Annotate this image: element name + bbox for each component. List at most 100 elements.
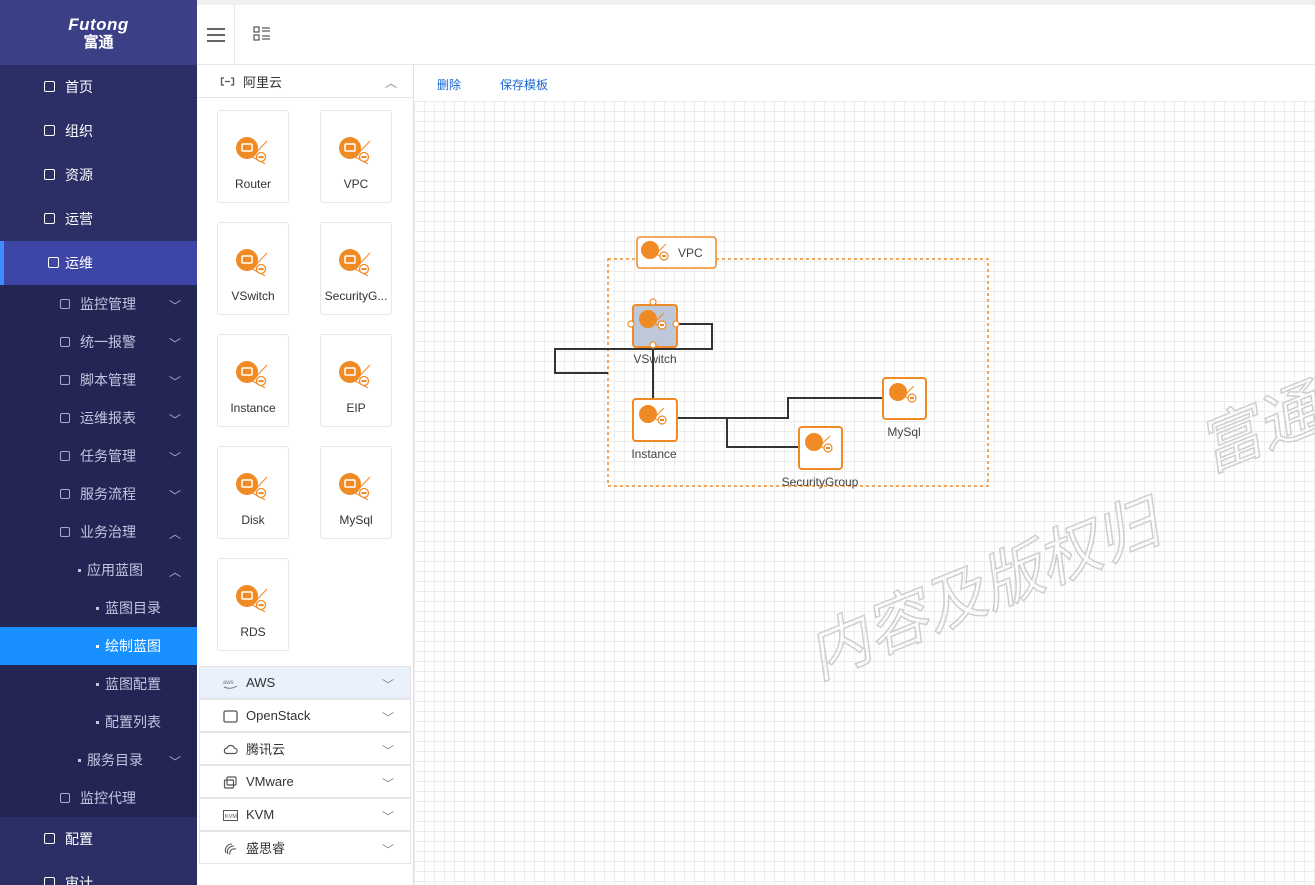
chevron-up-icon: ︿ bbox=[168, 565, 181, 579]
blueprint-canvas[interactable]: 删除 保存模板 内容及版权归 富通云腾所有 V bbox=[414, 65, 1315, 885]
chevron-down-icon: ﹀ bbox=[168, 299, 181, 313]
sidebar-sub-label: 绘制蓝图 bbox=[105, 638, 161, 654]
palette-item-vpc[interactable]: VPC bbox=[320, 110, 392, 203]
save-template-button[interactable]: 保存模板 bbox=[500, 78, 549, 92]
group-title: OpenStack bbox=[246, 708, 311, 723]
brand-name-cn: 富通 bbox=[83, 33, 114, 51]
group-header-aliyun[interactable]: 阿里云 ︿ bbox=[197, 65, 413, 98]
chevron-down-icon: ﹀ bbox=[168, 489, 181, 503]
sidebar-item-label: 运维 bbox=[65, 255, 93, 271]
sidebar-item-audit[interactable]: 审计 bbox=[0, 861, 197, 885]
sidebar-item-resource[interactable]: 资源 bbox=[0, 153, 197, 197]
palette-item-label: Disk bbox=[241, 513, 265, 527]
sidebar-sub-blueprint-config[interactable]: 蓝图配置 bbox=[0, 665, 197, 703]
sidebar-item-label: 运营 bbox=[65, 211, 93, 227]
sidebar-sub-label: 业务治理 bbox=[80, 524, 136, 540]
palette-item-mysql[interactable]: MySql bbox=[320, 446, 392, 539]
sidebar-sub-label: 蓝图目录 bbox=[105, 600, 161, 616]
sidebar-sub-alarm[interactable]: 统一报警 ﹀ bbox=[0, 323, 197, 361]
sidebar-item-maintenance[interactable]: 运维 bbox=[0, 241, 197, 285]
port-handle[interactable] bbox=[649, 341, 657, 349]
sidebar-item-operation[interactable]: 运营 bbox=[0, 197, 197, 241]
sidebar-sub-service-catalog[interactable]: 服务目录 ﹀ bbox=[0, 741, 197, 779]
sidebar-sub-task[interactable]: 任务管理 ﹀ bbox=[0, 437, 197, 475]
vswitch-node[interactable]: VSwitch bbox=[627, 298, 680, 366]
governance-icon bbox=[60, 527, 70, 537]
palette-item-vswitch[interactable]: VSwitch bbox=[217, 222, 289, 315]
chevron-down-icon: ﹀ bbox=[168, 413, 181, 427]
sidebar: Futong 富通 首页 组织 资源 运营 运维 监控管理 ﹀ 统一报警 ﹀ 脚… bbox=[0, 0, 197, 885]
sidebar-sub-governance[interactable]: 业务治理 ︿ bbox=[0, 513, 197, 551]
chevron-down-icon: ﹀ bbox=[381, 711, 394, 725]
group-header-kvm[interactable]: KVM KVM ﹀ bbox=[199, 798, 411, 831]
securitygroup-node[interactable]: SecurityGroup bbox=[782, 426, 859, 489]
group-header-vmware[interactable]: VMware ﹀ bbox=[199, 765, 411, 798]
monitor-icon bbox=[60, 299, 70, 309]
mysql-node[interactable]: MySql bbox=[882, 377, 927, 439]
delete-button[interactable]: 删除 bbox=[437, 78, 462, 92]
diagram-svg[interactable]: 内容及版权归 富通云腾所有 VPC bbox=[414, 101, 1315, 885]
chevron-up-icon: ︿ bbox=[168, 527, 181, 541]
home-icon bbox=[44, 81, 55, 92]
port-handle[interactable] bbox=[627, 320, 635, 328]
menu-toggle-icon[interactable] bbox=[197, 5, 235, 65]
bullet-icon bbox=[96, 721, 99, 724]
sidebar-item-config[interactable]: 配置 bbox=[0, 817, 197, 861]
sidebar-sub-monitor-agent[interactable]: 监控代理 bbox=[0, 779, 197, 817]
group-header-shengsirui[interactable]: 盛思睿 ﹀ bbox=[199, 831, 411, 864]
aliyun-icon bbox=[220, 77, 235, 86]
chevron-down-icon: ﹀ bbox=[381, 810, 394, 824]
list-view-icon[interactable] bbox=[253, 25, 271, 43]
sidebar-item-home[interactable]: 首页 bbox=[0, 65, 197, 109]
connector-instance-securitygroup bbox=[677, 417, 798, 448]
alarm-icon bbox=[60, 337, 70, 347]
sidebar-sub-config-list[interactable]: 配置列表 bbox=[0, 703, 197, 741]
sidebar-item-label: 资源 bbox=[65, 167, 93, 183]
group-title: AWS bbox=[246, 675, 276, 690]
bullet-icon bbox=[78, 759, 81, 762]
sidebar-sub-blueprint-catalog[interactable]: 蓝图目录 bbox=[0, 589, 197, 627]
group-header-openstack[interactable]: OpenStack ﹀ bbox=[199, 699, 411, 732]
palette-item-securitygroup[interactable]: SecurityG... bbox=[320, 222, 392, 315]
sidebar-sub-draw-blueprint[interactable]: 绘制蓝图 bbox=[0, 627, 197, 665]
chevron-down-icon: ﹀ bbox=[168, 375, 181, 389]
watermark: 内容及版权归 富通云腾所有 bbox=[796, 275, 1315, 693]
securitygroup-icon bbox=[339, 249, 371, 277]
operation-icon bbox=[44, 213, 55, 224]
palette-item-eip[interactable]: EIP bbox=[320, 334, 392, 427]
sidebar-sub-label: 监控管理 bbox=[80, 296, 136, 312]
sidebar-sub-monitor[interactable]: 监控管理 ﹀ bbox=[0, 285, 197, 323]
sidebar-sub-script[interactable]: 脚本管理 ﹀ bbox=[0, 361, 197, 399]
org-icon bbox=[44, 125, 55, 136]
palette-item-rds[interactable]: RDS bbox=[217, 558, 289, 651]
palette-item-instance[interactable]: Instance bbox=[217, 334, 289, 427]
port-handle[interactable] bbox=[649, 298, 657, 306]
sidebar-sub-app-blueprint[interactable]: 应用蓝图 ︿ bbox=[0, 551, 197, 589]
vpc-node[interactable]: VPC bbox=[636, 236, 717, 269]
vswitch-icon bbox=[236, 249, 268, 277]
agent-icon bbox=[60, 793, 70, 803]
palette-item-disk[interactable]: Disk bbox=[217, 446, 289, 539]
svg-text:KVM: KVM bbox=[225, 814, 237, 820]
chevron-up-icon: ︿ bbox=[384, 76, 397, 90]
bullet-icon bbox=[96, 645, 99, 648]
instance-node[interactable]: Instance bbox=[631, 398, 678, 461]
sidebar-item-org[interactable]: 组织 bbox=[0, 109, 197, 153]
connectors bbox=[554, 323, 882, 448]
palette-item-label: MySql bbox=[339, 513, 373, 527]
sidebar-sub-label: 监控代理 bbox=[80, 790, 136, 806]
group-header-tencent[interactable]: 腾讯云 ﹀ bbox=[199, 732, 411, 765]
audit-icon bbox=[44, 877, 55, 885]
group-header-aws[interactable]: aws AWS ﹀ bbox=[199, 666, 411, 699]
instance-icon bbox=[236, 361, 268, 389]
chevron-down-icon: ﹀ bbox=[381, 744, 394, 758]
vmware-icon bbox=[223, 776, 237, 789]
logo[interactable]: Futong 富通 bbox=[0, 0, 197, 65]
sidebar-sub-report[interactable]: 运维报表 ﹀ bbox=[0, 399, 197, 437]
sidebar-sub-flow[interactable]: 服务流程 ﹀ bbox=[0, 475, 197, 513]
canvas-grid[interactable]: 内容及版权归 富通云腾所有 VPC bbox=[414, 101, 1315, 885]
task-icon bbox=[60, 451, 70, 461]
palette-item-router[interactable]: Router bbox=[217, 110, 289, 203]
vpc-icon bbox=[339, 137, 371, 165]
port-handle[interactable] bbox=[672, 320, 680, 328]
